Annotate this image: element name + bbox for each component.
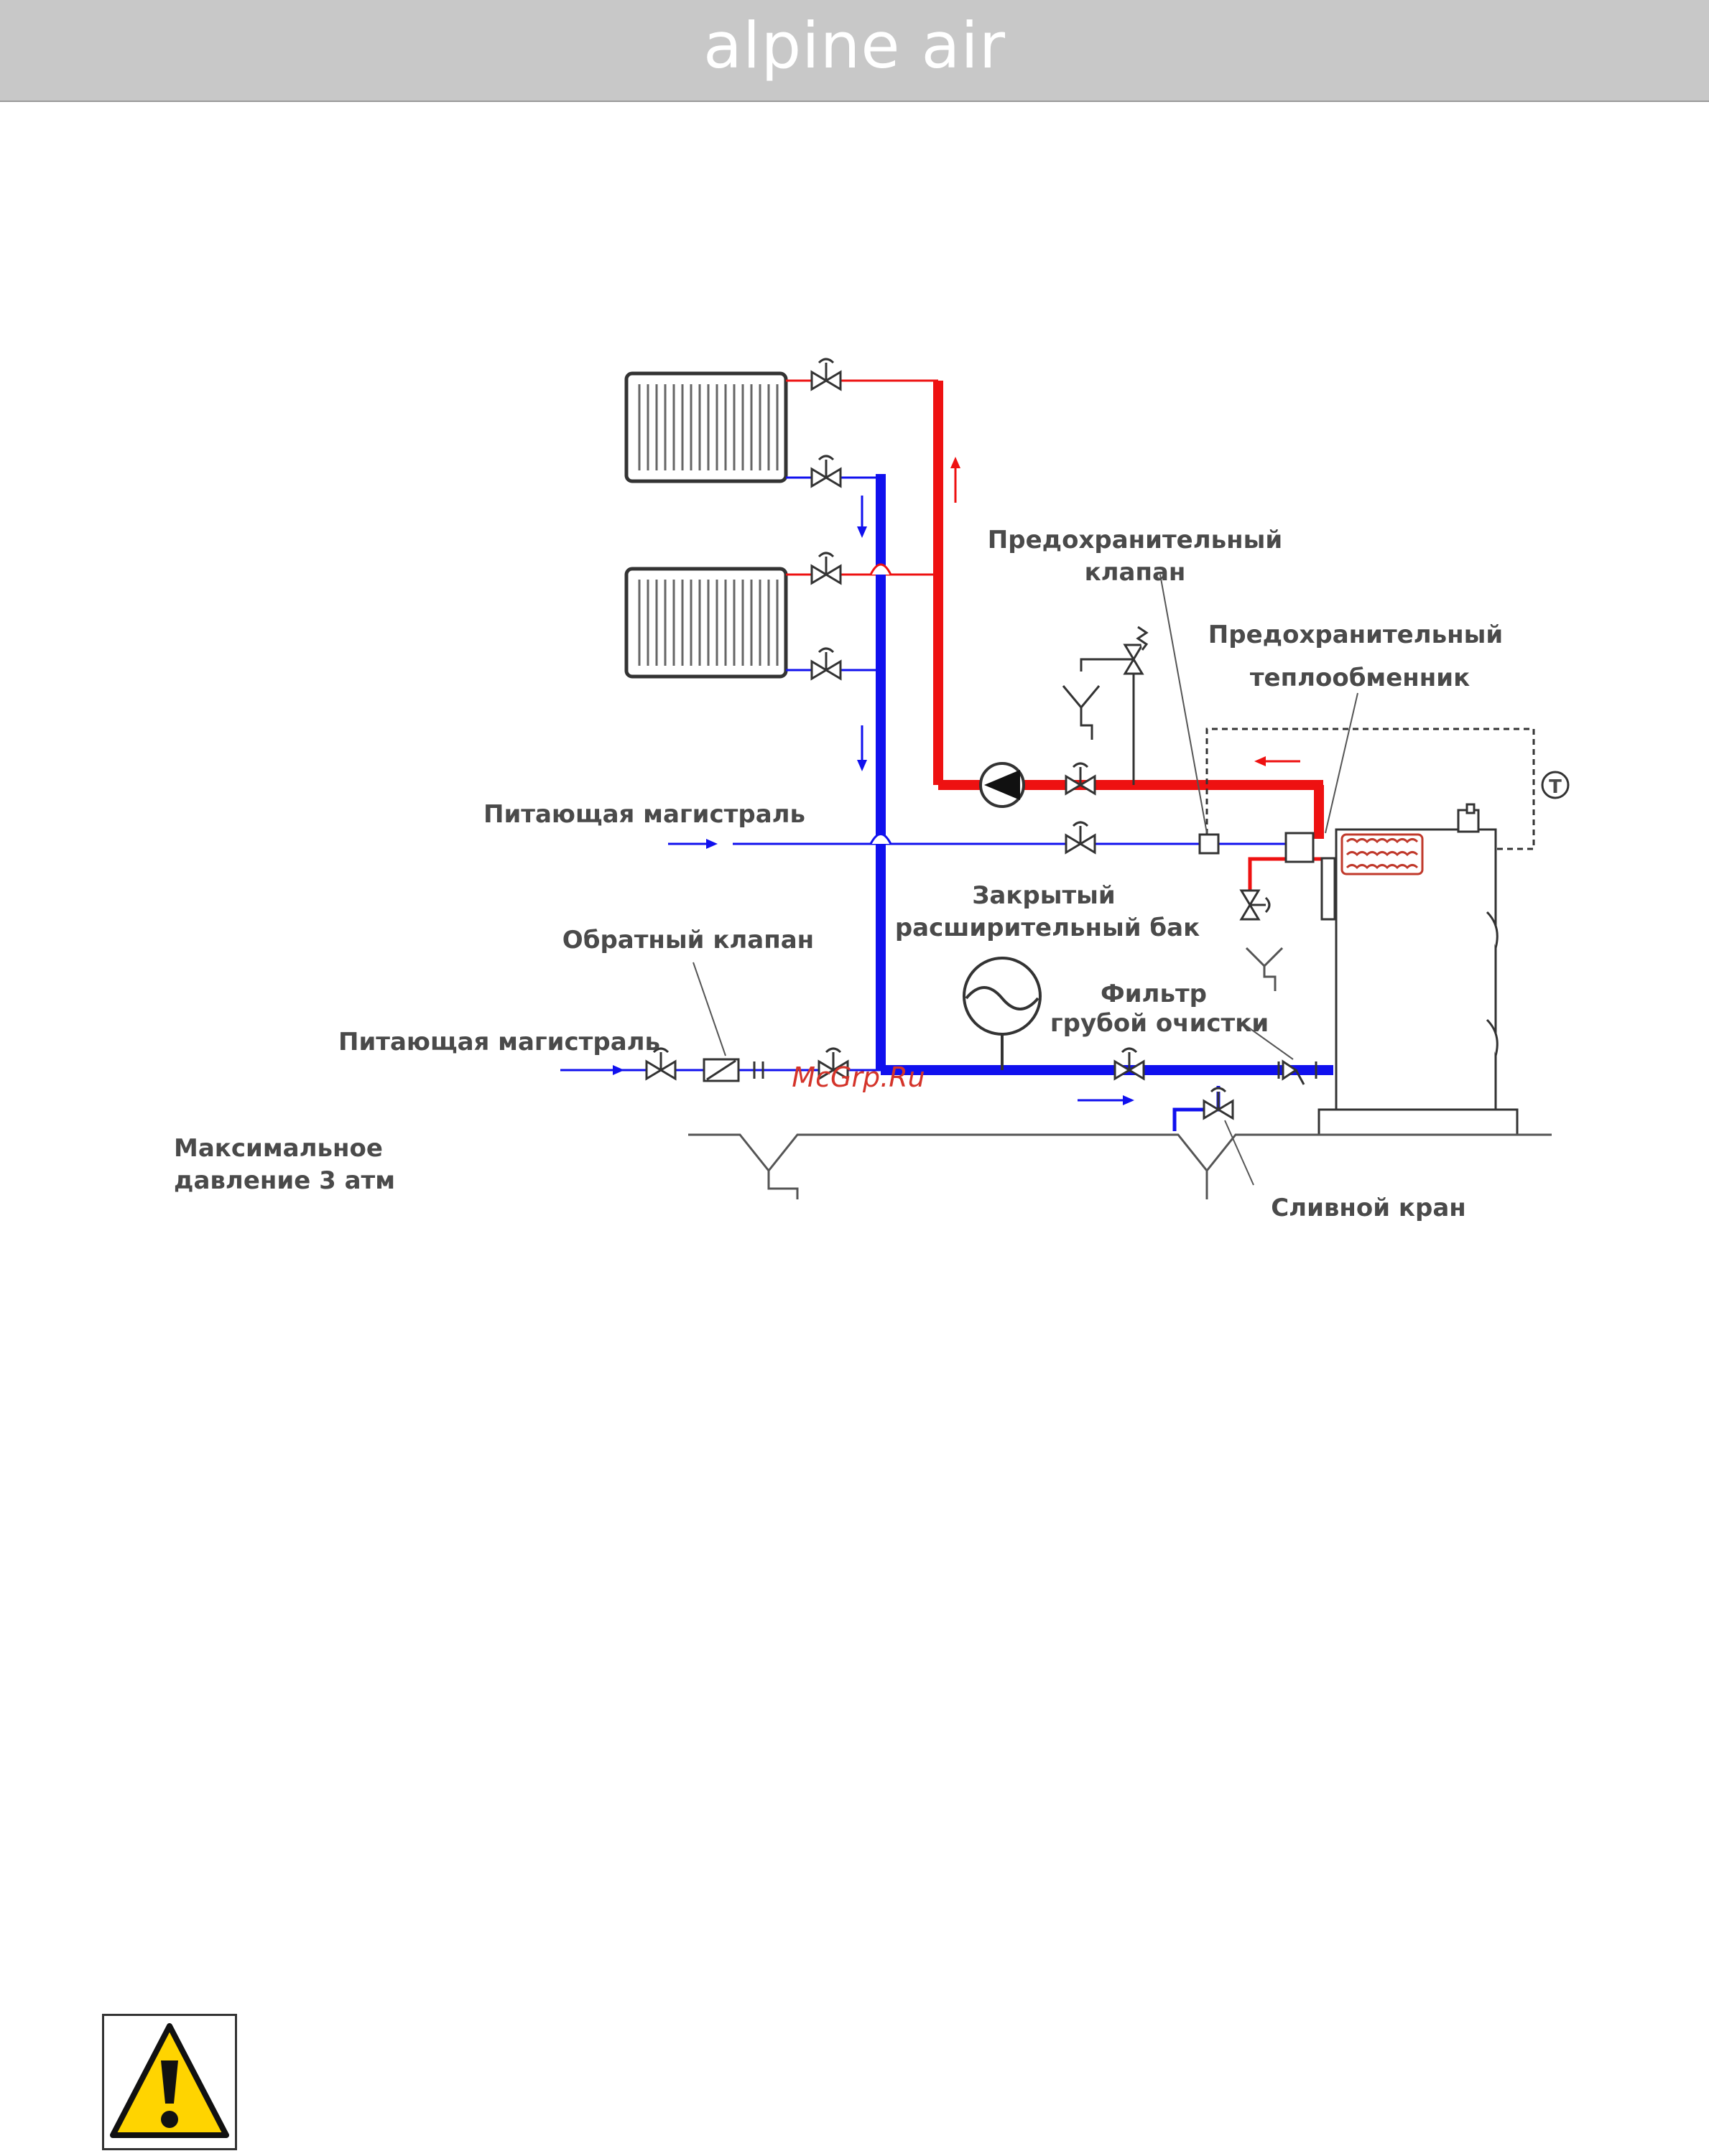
radiator-valve-lower-return [812, 649, 840, 679]
heat-exchanger-coil [1286, 833, 1422, 874]
label-supply-main-upper: Питающая магистраль [483, 800, 805, 829]
thermostat-icon: T [1542, 772, 1568, 798]
radiator-valve-upper-supply [812, 359, 840, 389]
heat-exchanger-valve-icon [1241, 891, 1269, 919]
safety-valve-box [1200, 835, 1293, 853]
warning-box [102, 2014, 237, 2150]
label-safety-valve-line2: клапан [1085, 558, 1186, 587]
label-supply-main-lower: Питающая магистраль [338, 1028, 660, 1056]
expansion-tank-icon [964, 958, 1040, 1070]
label-coarse-filter-line1: Фильтр [1101, 980, 1207, 1008]
label-expansion-tank-line2: расширительный бак [895, 914, 1200, 942]
check-valve-icon [704, 1059, 763, 1081]
radiator-upper [626, 373, 786, 481]
radiator-valve-lower-supply [812, 553, 840, 583]
label-safety-valve-line1: Предохранительный [988, 526, 1282, 554]
drain-valve-icon [1204, 1088, 1233, 1118]
label-max-pressure-line1: Максимальное [174, 1134, 383, 1163]
thermostat-symbol: T [1549, 776, 1562, 798]
label-coarse-filter-line2: грубой очистки [1050, 1009, 1269, 1038]
label-safety-heat-exchanger-line1: Предохранительный [1208, 621, 1503, 649]
label-max-pressure-line2: давление 3 атм [174, 1166, 395, 1195]
warning-triangle-icon [104, 2016, 235, 2148]
label-drain-valve: Сливной кран [1271, 1194, 1466, 1222]
label-safety-heat-exchanger-line2: теплообменник [1250, 664, 1470, 692]
radiator-lower [626, 569, 786, 677]
label-check-valve: Обратный клапан [562, 926, 814, 954]
radiator-valve-upper-return [812, 456, 840, 486]
circulation-pump-icon [981, 763, 1024, 807]
valve-supply-main-upper [1066, 822, 1095, 852]
safety-valve-icon [1063, 627, 1147, 785]
label-expansion-tank-line1: Закрытый [972, 881, 1116, 910]
watermark: McGrp.Ru [792, 1061, 925, 1093]
